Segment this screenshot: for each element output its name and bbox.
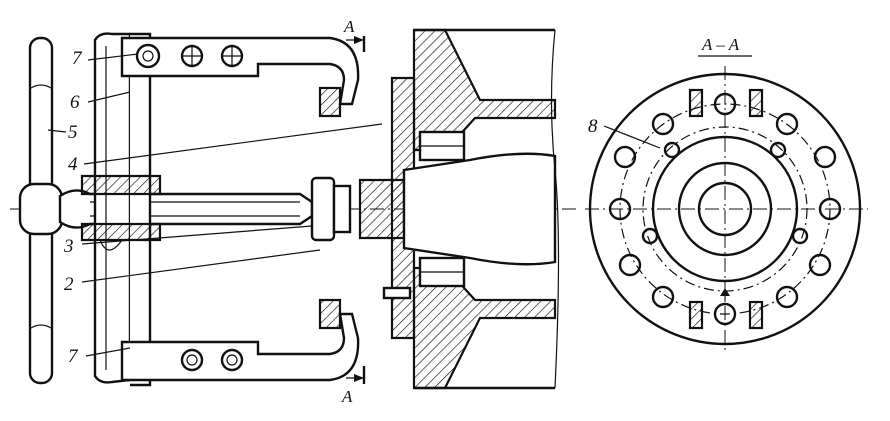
section-arrow-top: A — [343, 17, 366, 52]
section-letter-top: A — [343, 17, 355, 36]
section-view-title: A – A — [701, 35, 740, 54]
label-5: 5 — [68, 122, 78, 143]
bolt-bottom-group — [180, 348, 244, 372]
label-3: 3 — [63, 236, 74, 257]
section-arrow-bottom: A — [341, 366, 366, 406]
bolt-top-group — [135, 43, 244, 69]
label-7-bottom: 7 — [68, 346, 79, 367]
handle-bar — [18, 36, 64, 385]
lower-arm — [120, 298, 360, 382]
label-6: 6 — [70, 92, 80, 113]
label-2: 2 — [64, 274, 74, 295]
label-4: 4 — [68, 154, 78, 175]
section-letter-bottom: A — [341, 387, 353, 406]
label-8: 8 — [588, 116, 598, 137]
section-view — [585, 66, 868, 352]
label-7-top: 7 — [72, 48, 83, 69]
wheel-hub — [382, 28, 560, 390]
leaders — [47, 53, 661, 357]
